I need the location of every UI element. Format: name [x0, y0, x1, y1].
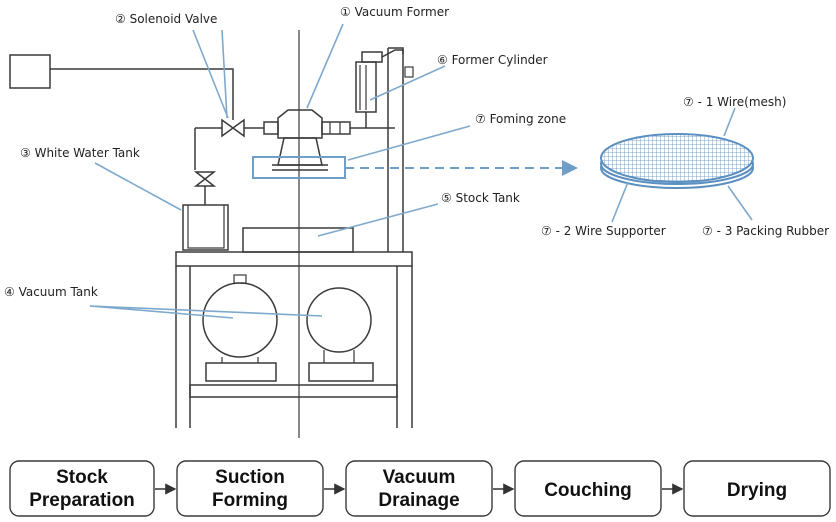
pointer-stock-tank — [317, 203, 439, 237]
control-box — [9, 54, 51, 89]
step-1-line1: Stock — [56, 467, 108, 488]
pointer-wire-mesh — [723, 107, 736, 137]
process-step-vacuum-drainage: Vacuum Drainage — [345, 460, 493, 517]
white-water-tank — [182, 204, 229, 251]
step-3-line1: Vacuum — [383, 467, 456, 488]
pointer-solenoid-valve — [221, 29, 228, 119]
process-step-drying: Drying — [683, 460, 831, 517]
process-step-suction-forming: Suction Forming — [176, 460, 324, 517]
label-packing-rubber: ⑦ - 3 Packing Rubber — [702, 224, 829, 238]
process-step-stock-preparation: Stock Preparation — [9, 460, 155, 517]
process-flow: Stock Preparation Suction Forming Vacuum… — [9, 460, 831, 517]
column-clamp — [404, 66, 414, 78]
white-water-tank-inner — [187, 205, 225, 249]
label-wire-mesh: ⑦ - 1 Wire(mesh) — [683, 95, 786, 109]
label-former-cylinder: ⑥ Former Cylinder — [437, 53, 548, 67]
label-solenoid-valve: ② Solenoid Valve — [115, 12, 217, 26]
step-1-line2: Preparation — [29, 490, 135, 511]
label-stock-tank: ⑤ Stock Tank — [441, 191, 520, 205]
pipe-coupler — [263, 121, 279, 135]
pointer-vacuum-tank-left — [89, 305, 234, 319]
step-3-line2: Drainage — [378, 490, 459, 511]
step-4-line1: Couching — [544, 480, 632, 501]
label-white-water-tank: ③ White Water Tank — [20, 146, 140, 160]
white-water-valve-icon — [193, 171, 217, 187]
solenoid-valve-icon — [221, 118, 245, 138]
label-vacuum-former: ① Vacuum Former — [340, 5, 449, 19]
wire-mesh-detail — [600, 133, 754, 189]
pointer-packing-rubber — [727, 185, 753, 221]
pointer-vacuum-tank-right — [89, 305, 323, 317]
right-column — [388, 47, 404, 252]
process-step-couching: Couching — [514, 460, 662, 517]
pointer-wire-supporter — [611, 181, 629, 223]
step-5-line1: Drying — [727, 480, 787, 501]
vacuum-tank-left — [202, 274, 278, 382]
step-2-line1: Suction — [215, 467, 285, 488]
pointer-white-water-tank — [94, 162, 182, 211]
pointer-vacuum-former — [306, 23, 344, 109]
label-vacuum-tank: ④ Vacuum Tank — [4, 285, 98, 299]
vacuum-tank-right — [306, 287, 374, 382]
label-forming-zone: ⑦ Foming zone — [475, 112, 566, 126]
label-wire-supporter: ⑦ - 2 Wire Supporter — [541, 224, 666, 238]
pointer-solenoid-valve-2 — [192, 29, 229, 119]
pointer-former-cylinder — [369, 65, 446, 101]
vacuum-former — [272, 109, 395, 171]
support-frame — [175, 251, 413, 428]
top-pipe — [50, 68, 234, 120]
step-2-line2: Forming — [212, 490, 288, 511]
pointer-forming-zone — [347, 125, 471, 161]
